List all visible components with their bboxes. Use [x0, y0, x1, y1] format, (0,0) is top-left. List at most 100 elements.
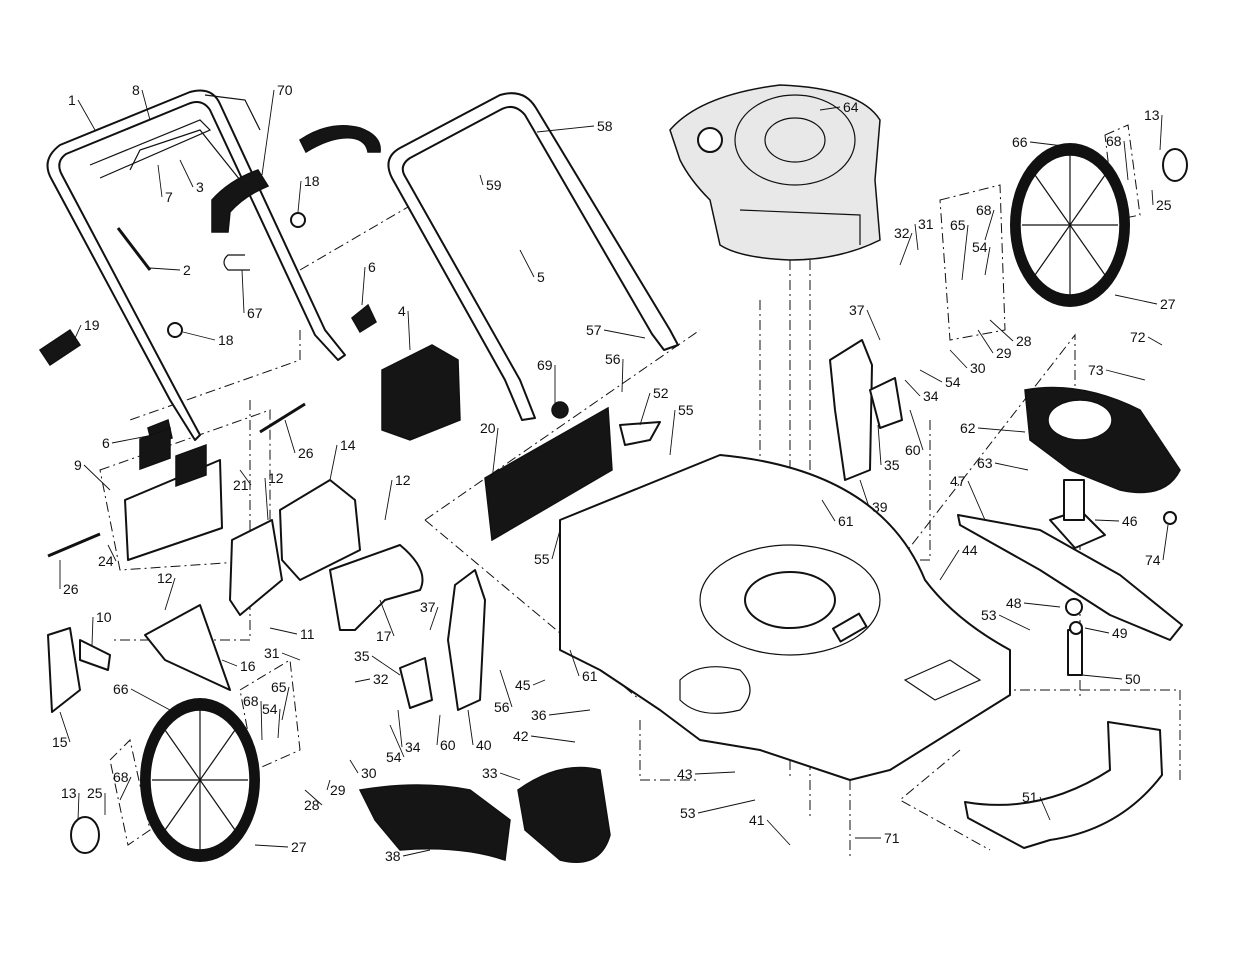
callout-c68b: 68 — [976, 202, 994, 240]
callout-c25a: 25 — [1152, 190, 1172, 213]
part-number-label: 7 — [165, 189, 173, 205]
part-number-label: 52 — [653, 385, 669, 401]
callout-c27a: 27 — [1115, 295, 1176, 312]
callout-c71: 71 — [855, 830, 900, 846]
part-number-label: 68 — [976, 202, 992, 218]
part-number-label: 60 — [440, 737, 456, 753]
part-number-label: 66 — [1012, 134, 1028, 150]
callout-c68d: 68 — [113, 769, 131, 800]
deflector-52 — [620, 422, 660, 445]
callout-c24: 24 — [98, 545, 116, 569]
part-number-label: 47 — [950, 473, 966, 489]
part-number-label: 33 — [482, 765, 498, 781]
callout-c40: 40 — [468, 710, 492, 753]
callout-c56a: 56 — [605, 351, 623, 392]
part-number-label: 25 — [87, 785, 103, 801]
leader-line — [362, 267, 365, 305]
adapter-shaft — [1064, 480, 1084, 520]
leader-line — [552, 530, 560, 559]
hubcap-13-left — [71, 817, 99, 853]
part-number-label: 74 — [1145, 552, 1161, 568]
part-number-label: 65 — [950, 217, 966, 233]
part-number-label: 24 — [98, 553, 114, 569]
part-number-label: 9 — [74, 457, 82, 473]
callout-c6b: 6 — [362, 259, 376, 305]
washer-74 — [1164, 512, 1176, 524]
part-number-label: 49 — [1112, 625, 1128, 641]
part-number-label: 72 — [1130, 329, 1146, 345]
part-number-label: 62 — [960, 420, 976, 436]
callout-c42: 42 — [513, 728, 575, 744]
part-number-label: 59 — [486, 177, 502, 193]
leader-line — [670, 410, 675, 455]
part-number-label: 37 — [849, 302, 865, 318]
callout-c37b: 37 — [420, 599, 438, 630]
part-number-label: 56 — [605, 351, 621, 367]
part-number-label: 25 — [1156, 197, 1172, 213]
lower-handle-left — [48, 91, 346, 441]
leader-line — [968, 481, 985, 520]
spacer-18a — [291, 213, 305, 227]
leader-line — [385, 480, 392, 520]
part-number-label: 1 — [68, 92, 76, 108]
part-number-label: 32 — [373, 671, 389, 687]
part-number-label: 19 — [84, 317, 100, 333]
callout-c45: 45 — [515, 677, 545, 693]
leader-line — [408, 311, 410, 350]
leader-line — [978, 428, 1025, 432]
leader-line — [867, 310, 880, 340]
part-number-label: 60 — [905, 442, 921, 458]
callout-c65a: 65 — [950, 217, 968, 280]
part-number-label: 10 — [96, 609, 112, 625]
callout-c34a: 34 — [905, 380, 939, 404]
callout-c70: 70 — [262, 82, 293, 175]
part-number-label: 26 — [298, 445, 314, 461]
leader-line — [468, 710, 473, 745]
leader-line — [990, 320, 1013, 341]
callout-c25b: 25 — [87, 785, 105, 815]
mulch-plug-38 — [360, 785, 510, 860]
callout-c5: 5 — [520, 250, 545, 285]
part-number-label: 18 — [218, 332, 234, 348]
part-number-label: 51 — [1022, 789, 1038, 805]
callout-c15: 15 — [52, 712, 70, 750]
leader-line — [355, 679, 370, 682]
part-number-label: 55 — [534, 551, 550, 567]
callout-c52: 52 — [640, 385, 669, 425]
leader-line — [962, 225, 968, 280]
part-number-label: 27 — [1160, 296, 1176, 312]
leader-line — [878, 425, 881, 465]
leader-line — [92, 617, 93, 645]
part-number-label: 17 — [376, 628, 392, 644]
callout-c43: 43 — [677, 766, 735, 782]
part-number-label: 20 — [480, 420, 496, 436]
callout-c55b: 55 — [534, 530, 560, 567]
bolt-50 — [1068, 630, 1082, 675]
leader-line — [262, 90, 274, 175]
part-number-label: 6 — [102, 435, 110, 451]
leader-line — [531, 736, 575, 742]
leader-line — [1024, 603, 1060, 607]
part-number-label: 73 — [1088, 362, 1104, 378]
part-number-label: 69 — [537, 357, 553, 373]
leader-line — [78, 793, 79, 820]
callout-c26b: 26 — [60, 560, 79, 597]
callout-c29b: 29 — [327, 780, 346, 798]
part-number-label: 41 — [749, 812, 765, 828]
rear-flap-4 — [382, 345, 460, 440]
callout-c53b: 53 — [680, 800, 755, 821]
bolt-2 — [118, 228, 150, 270]
callout-c4: 4 — [398, 303, 410, 350]
part-number-label: 58 — [597, 118, 613, 134]
leader-line — [1082, 675, 1122, 679]
mower-deck-44 — [560, 455, 1010, 780]
callout-c56b: 56 — [494, 670, 512, 715]
washer-49 — [1070, 622, 1082, 634]
part-number-label: 57 — [586, 322, 602, 338]
callout-c29a: 29 — [978, 330, 1012, 361]
callout-c14: 14 — [330, 437, 356, 480]
bolt-26b — [48, 534, 100, 556]
part-number-label: 42 — [513, 728, 529, 744]
part-number-label: 39 — [872, 499, 888, 515]
